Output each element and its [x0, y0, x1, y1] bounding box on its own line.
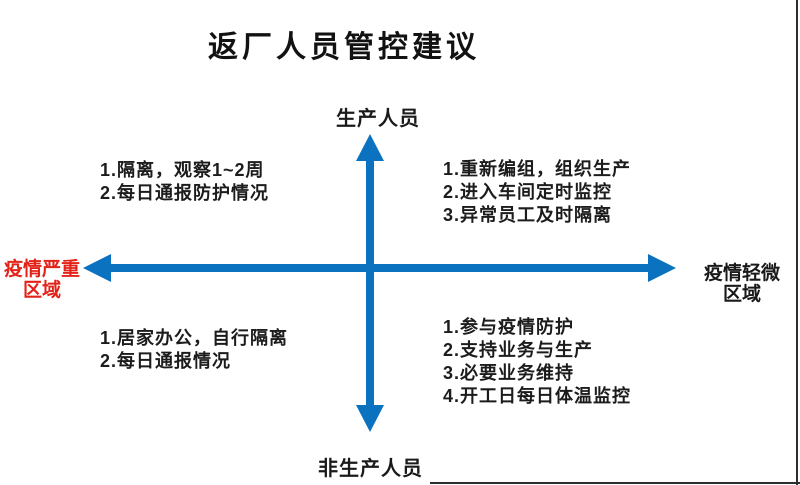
axis-label-mild-line2: 区域: [722, 284, 761, 305]
horizontal-axis-line: [104, 264, 656, 272]
quadrant-top-left-line1: 1.隔离，观察1~2周: [100, 160, 265, 180]
axis-label-severe-line1: 疫情严重: [3, 259, 80, 280]
bottom-edge-border: [430, 482, 800, 484]
arrowhead-left-icon: [83, 254, 111, 282]
quadrant-top-right: 1.重新编组，组织生产 2.进入车间定时监控 3.异常员工及时隔离: [443, 158, 631, 227]
axis-label-mild-area: 疫情轻微 区域: [700, 263, 784, 305]
quadrant-bottom-right-line3: 3.必要业务维持: [443, 363, 575, 383]
arrowhead-right-icon: [648, 254, 676, 282]
axis-label-production: 生产人员: [336, 108, 420, 130]
quadrant-bottom-right-line2: 2.支持业务与生产: [443, 340, 594, 360]
axis-label-severe-area: 疫情严重 区域: [0, 259, 84, 301]
quadrant-bottom-right-line1: 1.参与疫情防护: [443, 317, 575, 337]
arrowhead-down-icon: [356, 405, 384, 432]
axis-label-severe-line2: 区域: [22, 280, 61, 301]
quadrant-top-right-line3: 3.异常员工及时隔离: [443, 205, 613, 225]
right-edge-border: [796, 0, 798, 485]
vertical-axis-line: [366, 150, 374, 410]
quadrant-top-right-line1: 1.重新编组，组织生产: [443, 159, 632, 179]
quadrant-bottom-right-line4: 4.开工日每日体温监控: [443, 386, 632, 406]
axis-label-mild-line1: 疫情轻微: [703, 263, 780, 284]
quadrant-top-right-line2: 2.进入车间定时监控: [443, 182, 613, 202]
page-title: 返厂人员管控建议: [208, 31, 480, 64]
quadrant-bottom-right: 1.参与疫情防护 2.支持业务与生产 3.必要业务维持 4.开工日每日体温监控: [443, 316, 631, 408]
axis-label-non-production: 非生产人员: [318, 458, 423, 480]
quadrant-top-left-line2: 2.每日通报防护情况: [100, 183, 270, 203]
quadrant-bottom-left-line1: 1.居家办公，自行隔离: [100, 328, 289, 348]
quadrant-top-left: 1.隔离，观察1~2周 2.每日通报防护情况: [100, 159, 269, 205]
quadrant-bottom-left-line2: 2.每日通报情况: [100, 351, 232, 371]
arrowhead-up-icon: [356, 134, 384, 161]
quadrant-bottom-left: 1.居家办公，自行隔离 2.每日通报情况: [100, 327, 288, 373]
